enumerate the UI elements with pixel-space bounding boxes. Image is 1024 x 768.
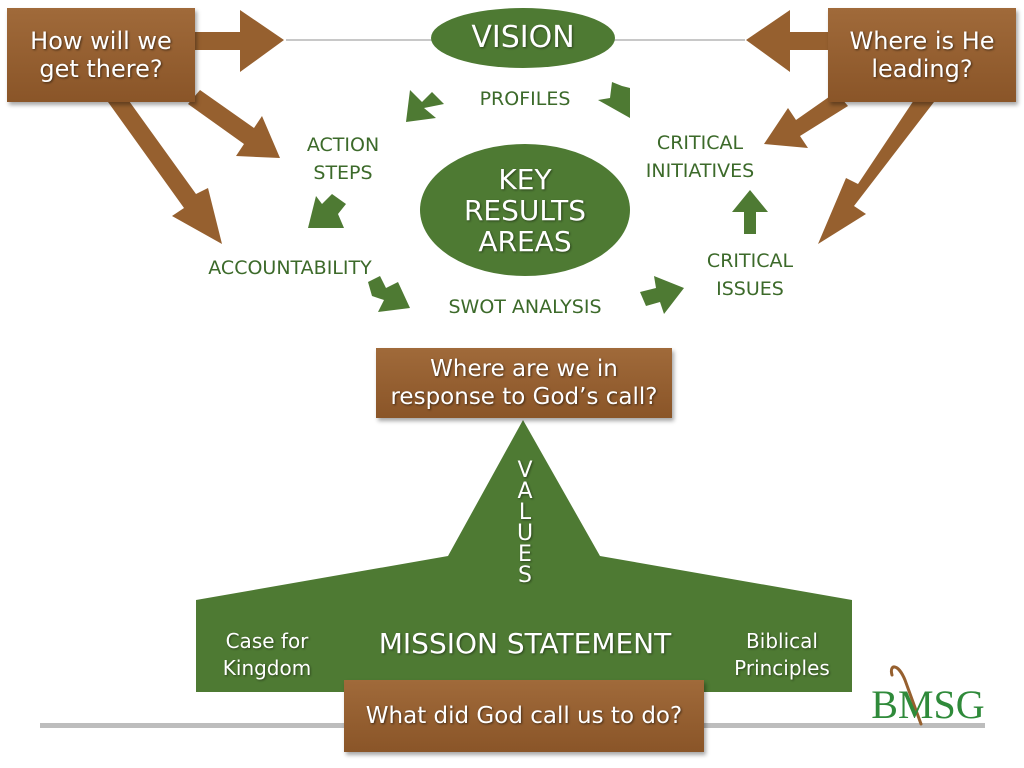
vision-label: VISION bbox=[471, 20, 575, 55]
shepherd-crook-icon bbox=[889, 665, 923, 726]
where-is-he-leading-box: Where is He leading? bbox=[828, 8, 1016, 102]
biblical-principles-label: Biblical Principles bbox=[734, 629, 830, 680]
green-arrow-accountability-to-swot bbox=[368, 276, 410, 312]
what-did-god-call-box: What did God call us to do? bbox=[344, 680, 704, 752]
green-arrow-initiatives-to-profiles bbox=[598, 82, 630, 118]
values-vertical-label: V A L U E S bbox=[516, 458, 534, 588]
green-arrow-action-to-accountability bbox=[308, 194, 346, 228]
case-for-kingdom-label: Case for Kingdom bbox=[222, 629, 312, 680]
brown-arrow-to-action-steps bbox=[188, 90, 280, 158]
brown-arrow-to-critical-initiatives bbox=[764, 92, 848, 148]
mission-foundation-shape bbox=[196, 420, 852, 692]
profiles-label: PROFILES bbox=[479, 88, 571, 110]
green-arrow-profiles-to-action bbox=[406, 90, 444, 122]
action-steps-label: ACTION STEPS bbox=[306, 134, 380, 184]
vision-oval bbox=[431, 8, 615, 68]
green-arrow-swot-to-issues bbox=[640, 276, 684, 314]
green-arrow-issues-to-initiatives bbox=[732, 190, 768, 234]
critical-initiatives-label: CRITICAL INITIATIVES bbox=[645, 132, 755, 182]
brown-arrow-to-accountability bbox=[108, 94, 222, 244]
critical-issues-label: CRITICAL ISSUES bbox=[706, 250, 794, 300]
where-are-we-box: Where are we in response to God’s call? bbox=[376, 348, 672, 418]
logo-text: BMSG bbox=[871, 682, 984, 727]
key-results-oval bbox=[420, 144, 630, 276]
mission-statement-label: MISSION STATEMENT bbox=[378, 627, 672, 660]
key-results-label: KEY RESULTS AREAS bbox=[463, 163, 587, 258]
accountability-label: ACCOUNTABILITY bbox=[208, 257, 372, 279]
brown-arrow-left-to-vision bbox=[190, 10, 284, 72]
swot-analysis-label: SWOT ANALYSIS bbox=[448, 296, 602, 318]
brown-arrow-to-critical-issues bbox=[818, 94, 934, 244]
brown-arrow-right-to-vision bbox=[746, 10, 838, 72]
how-will-we-get-there-box: How will we get there? bbox=[7, 8, 195, 102]
